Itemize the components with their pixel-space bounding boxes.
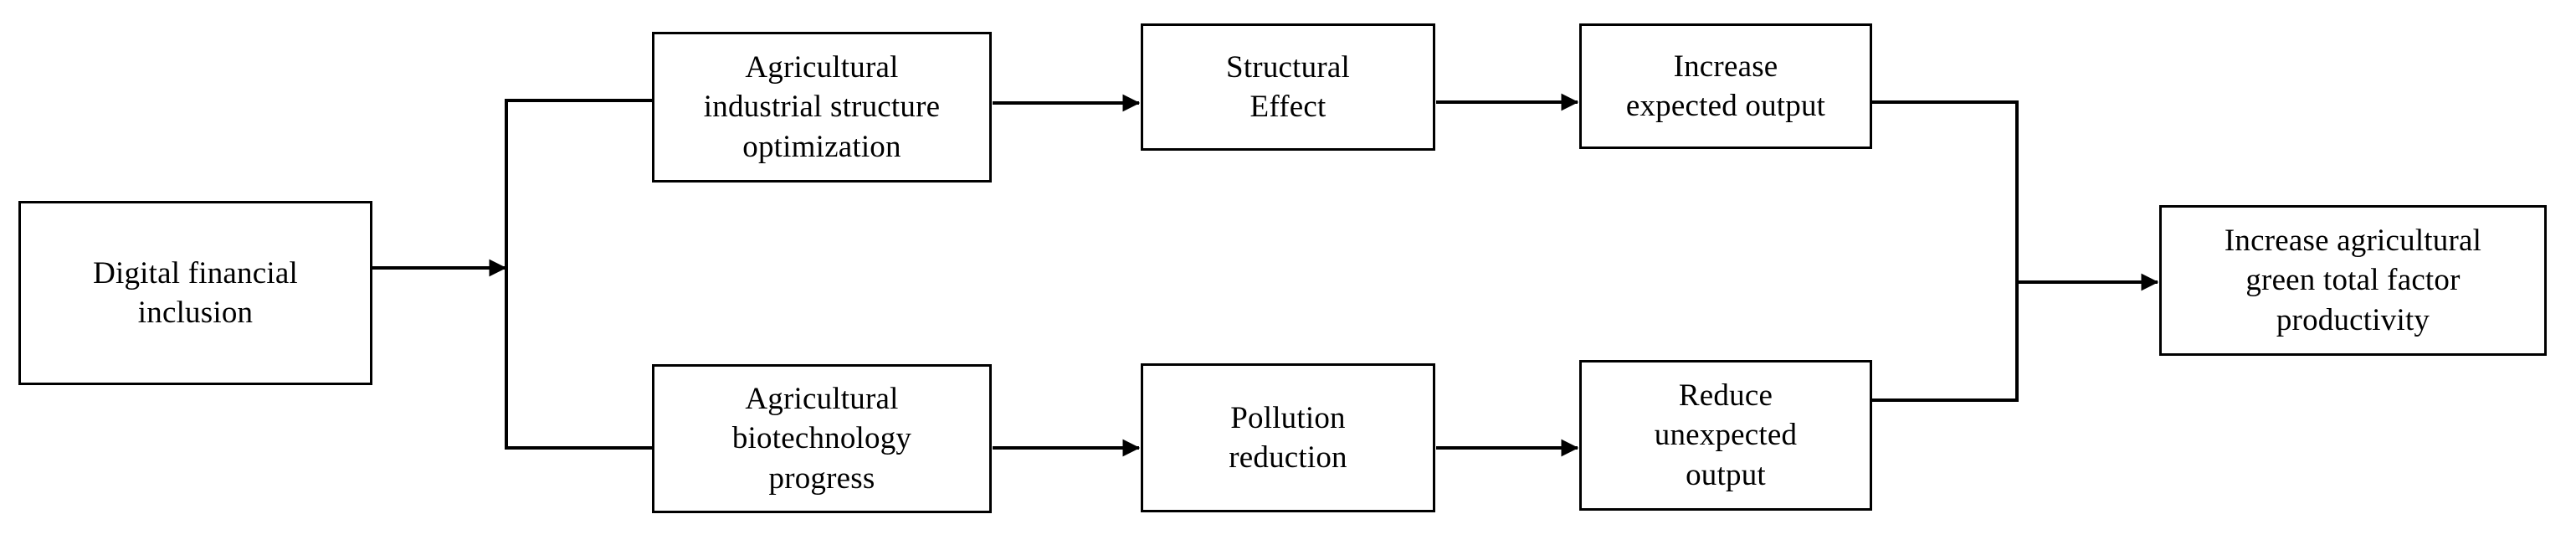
node-label: Agricultural biotechnology progress (731, 381, 912, 496)
node-label: Agricultural industrial structure optimi… (703, 49, 941, 164)
node-label: Pollution reduction (1229, 400, 1347, 475)
node-label: Increase expected output (1625, 49, 1826, 123)
node-reduce-unexpected-output[interactable]: Reduce unexpected output (1579, 360, 1872, 511)
node-label: Digital financial inclusion (93, 255, 298, 330)
node-increase-agricultural-green-total-factor-productivity[interactable]: Increase agricultural green total factor… (2159, 205, 2547, 356)
node-increase-expected-output[interactable]: Increase expected output (1579, 23, 1872, 149)
node-agricultural-biotechnology-progress[interactable]: Agricultural biotechnology progress (652, 364, 992, 513)
node-label: Increase agricultural green total factor… (2224, 223, 2482, 337)
node-label: Structural Effect (1226, 49, 1350, 124)
node-structural-effect[interactable]: Structural Effect (1141, 23, 1435, 151)
node-pollution-reduction[interactable]: Pollution reduction (1141, 363, 1435, 512)
node-label: Reduce unexpected output (1654, 378, 1798, 492)
node-agricultural-industrial-structure-optimization[interactable]: Agricultural industrial structure optimi… (652, 32, 992, 183)
node-digital-financial-inclusion[interactable]: Digital financial inclusion (18, 201, 372, 385)
